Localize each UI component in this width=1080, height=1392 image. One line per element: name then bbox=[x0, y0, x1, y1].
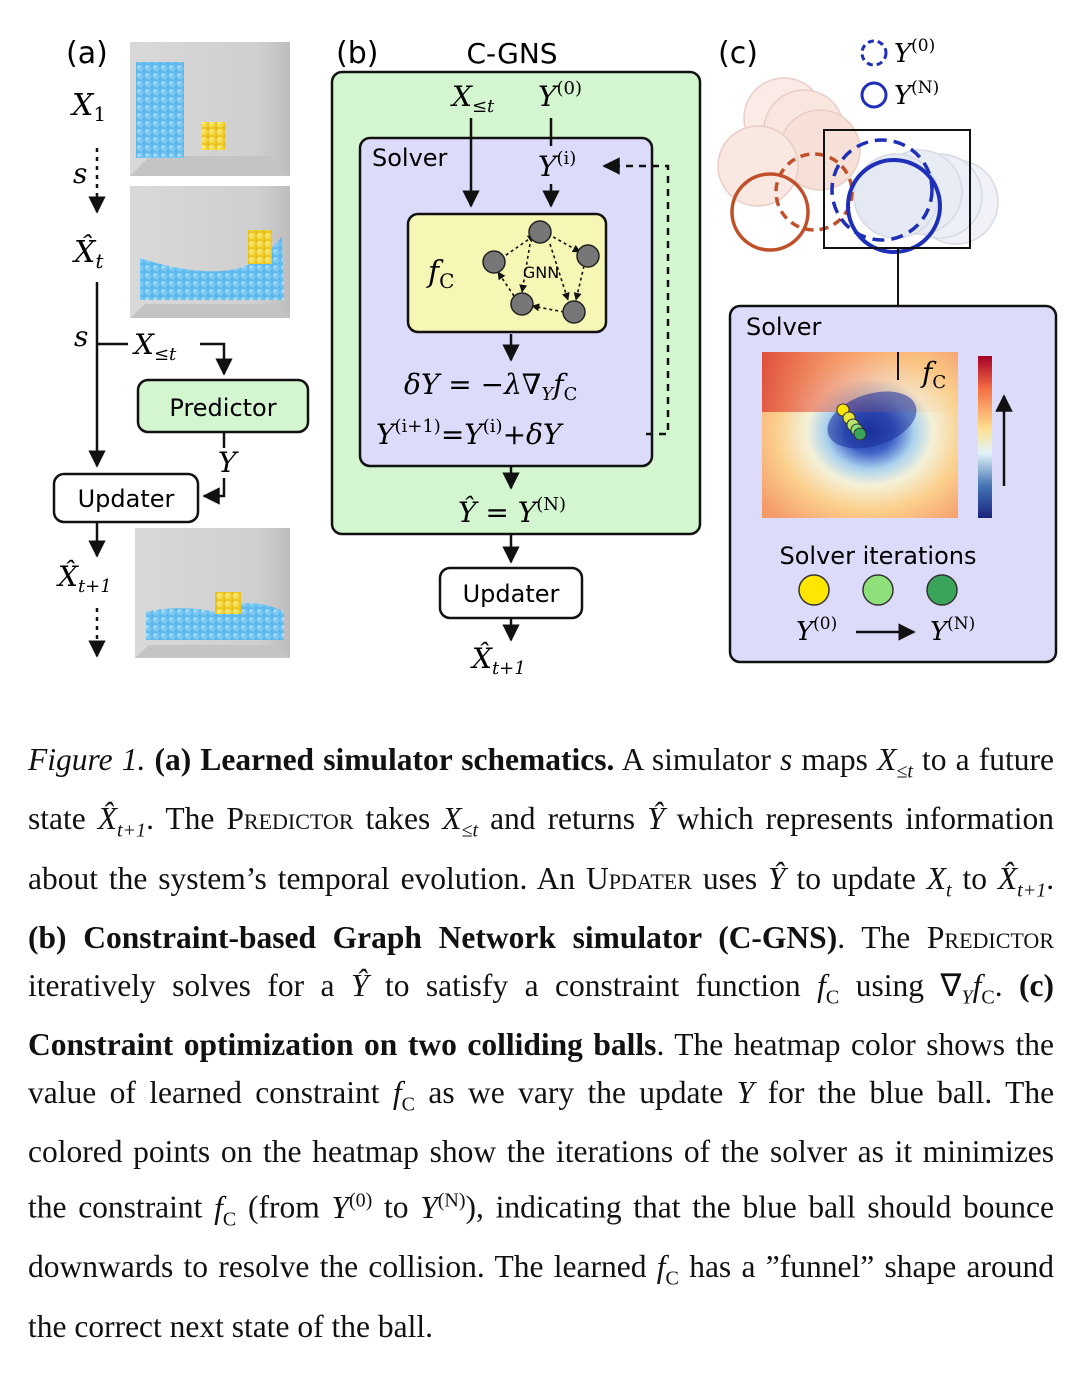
y-label-a: Y bbox=[218, 446, 239, 479]
legend-solid-circle bbox=[860, 81, 888, 109]
caption-b-heading: (b) Constraint-based Graph Network simul… bbox=[28, 919, 838, 955]
colorbar bbox=[978, 356, 992, 518]
gnn-node bbox=[576, 244, 600, 268]
gnn-box bbox=[406, 212, 608, 334]
iteration-legend-green bbox=[926, 574, 958, 606]
iteration-legend-yellow bbox=[798, 574, 830, 606]
s-label-mid: s bbox=[74, 320, 88, 353]
predictor-label: Predictor bbox=[169, 394, 276, 422]
updater-box-a bbox=[52, 472, 200, 524]
iterations-title: Solver iterations bbox=[780, 542, 977, 570]
gnn-label: GNN bbox=[523, 263, 559, 282]
figure-caption: Figure 1. (a) Learned simulator schemati… bbox=[28, 742, 1055, 1344]
sim-image-initial bbox=[130, 42, 290, 176]
gnn-node bbox=[562, 300, 586, 324]
s-label-top: s bbox=[73, 157, 87, 190]
xhat-t1-label-a: X̂t+1 bbox=[56, 560, 112, 597]
ball-trail bbox=[717, 77, 999, 245]
panel-c: (c) Y(0) Y(N) Solver bbox=[717, 36, 1058, 664]
panel-b: (b) C-GNS X≤t Y(0) Solver Y(i) fC GNN bbox=[330, 36, 702, 679]
xhat-t-label: X̂t bbox=[72, 235, 104, 273]
legend-yn: Y(N) bbox=[894, 78, 939, 111]
delta-y-equation: δY = −λ∇YfC bbox=[404, 368, 577, 405]
yhat-equation: Ŷ = Y(N) bbox=[458, 494, 566, 529]
caption-fig-label: Figure 1. bbox=[28, 742, 146, 777]
x1-label: X1 bbox=[70, 88, 106, 126]
solver-path-points bbox=[836, 403, 867, 441]
caption-a-heading: (a) Learned simulator schematics. bbox=[154, 742, 615, 777]
panel-c-label: (c) bbox=[718, 36, 758, 71]
legend-y0: Y(0) bbox=[894, 36, 935, 69]
blue-ball-dashed bbox=[830, 138, 934, 242]
x-le-t-label: X≤t bbox=[132, 328, 177, 365]
legend-dashed-circle bbox=[860, 39, 888, 67]
panel-b-title: C-GNS bbox=[466, 37, 557, 70]
y0-label-b: Y(0) bbox=[538, 78, 582, 113]
x-le-t-label-b: X≤t bbox=[450, 80, 495, 117]
gnn-node bbox=[510, 292, 534, 316]
iteration-legend-lightgreen bbox=[862, 574, 894, 606]
iter-to: Y(N) bbox=[930, 614, 975, 647]
updater-label-a: Updater bbox=[78, 485, 175, 513]
panel-b-label: (b) bbox=[336, 36, 378, 71]
xhat-t1-label-b: X̂t+1 bbox=[470, 642, 526, 679]
updater-label-b: Updater bbox=[463, 580, 560, 608]
iteration-point bbox=[853, 427, 867, 441]
sim-image-final bbox=[135, 528, 290, 658]
panel-a-label: (a) bbox=[66, 36, 108, 71]
solver-label-b: Solver bbox=[372, 144, 448, 172]
update-equation: Y(i+1)=Y(i)+δY bbox=[376, 416, 564, 451]
figure-1-diagram: (a) X1 s X̂t s X≤t bbox=[52, 36, 1058, 679]
panel-a: (a) X1 s X̂t s X≤t bbox=[52, 36, 310, 658]
red-ball-solid bbox=[730, 172, 810, 252]
gnn-node bbox=[482, 250, 506, 274]
iter-from: Y(0) bbox=[796, 614, 837, 647]
sim-image-mid bbox=[130, 186, 290, 318]
gnn-node bbox=[528, 220, 552, 244]
blue-ball-solid bbox=[846, 158, 942, 254]
yi-label-b: Y(i) bbox=[538, 148, 576, 183]
caption-c-heading: (c) Constraint optimization on two colli… bbox=[28, 967, 1055, 1063]
solver-label-c: Solver bbox=[746, 313, 822, 341]
